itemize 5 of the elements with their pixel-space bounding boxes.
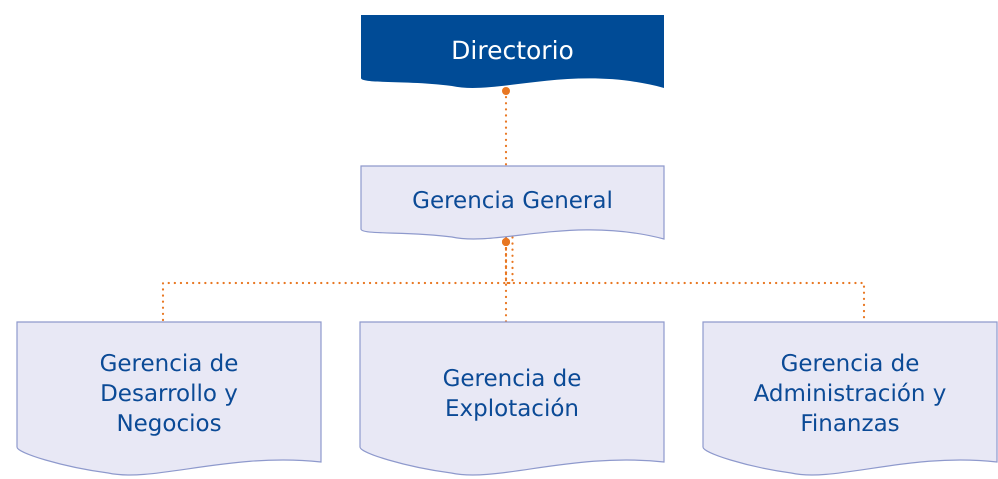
node-label: Gerencia de Administración y Finanzas [752,350,948,439]
node-label: Gerencia de Desarrollo y Negocios [98,350,240,439]
node-label: Gerencia de Explotación [442,365,582,424]
node-label: Directorio [451,34,574,67]
node-label: Gerencia General [412,187,613,216]
